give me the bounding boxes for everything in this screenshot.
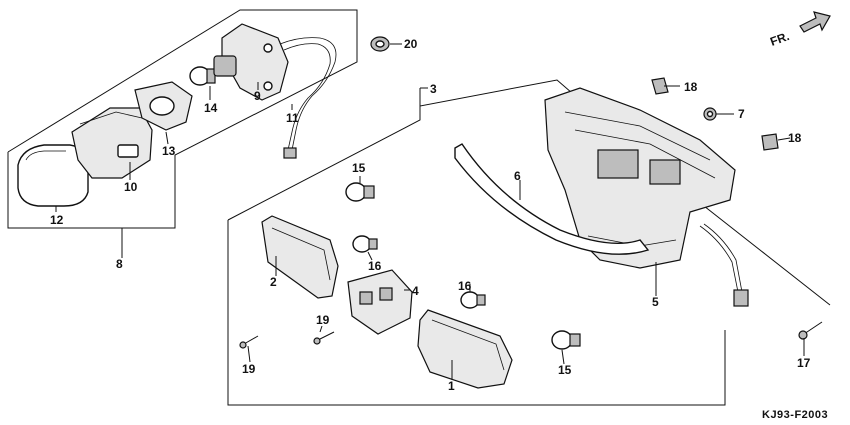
bulb-16-upper — [352, 235, 378, 253]
callout-7: 7 — [738, 107, 745, 121]
callout-5: 5 — [652, 295, 659, 309]
callout-4: 4 — [412, 284, 419, 298]
diagram-code: KJ93-F2003 — [762, 409, 828, 421]
callout-2: 2 — [270, 275, 277, 289]
callout-9: 9 — [254, 89, 261, 103]
grommet-20 — [370, 36, 390, 52]
bulb-15-upper — [345, 182, 375, 202]
callout-12: 12 — [50, 213, 64, 227]
callout-8: 8 — [116, 257, 123, 271]
tail-wire-harness — [699, 223, 749, 307]
screw-19-left — [239, 335, 259, 349]
callout-15-upper: 15 — [352, 161, 366, 175]
callout-20: 20 — [404, 37, 418, 51]
plate-bracket — [347, 269, 413, 335]
callout-10: 10 — [124, 180, 138, 194]
right-reflector-lens — [417, 309, 513, 389]
screw-17 — [798, 321, 823, 340]
bulb-14 — [189, 66, 216, 86]
callout-18-upper: 18 — [684, 80, 698, 94]
callout-6: 6 — [514, 169, 521, 183]
callout-16-lower: 16 — [458, 279, 472, 293]
screw-19-right — [313, 331, 335, 345]
side-lamp-housing — [71, 107, 153, 179]
forward-direction-indicator: FR. — [768, 11, 831, 49]
nut-7 — [703, 107, 717, 121]
bulb-socket — [213, 23, 289, 101]
lamp-wire — [279, 37, 337, 159]
bulb-16-lower — [460, 291, 486, 309]
tail-lamp-housing — [544, 87, 736, 269]
lens-gasket-strip — [454, 143, 650, 255]
gasket — [134, 81, 193, 131]
leader-lines — [55, 43, 805, 380]
direction-label: FR. — [768, 29, 791, 49]
forward-arrow-icon — [799, 11, 831, 33]
clip-18-lower — [761, 133, 779, 151]
bulb-15-lower — [551, 330, 581, 350]
callout-14: 14 — [204, 101, 218, 115]
callout-13: 13 — [162, 144, 176, 158]
callout-1: 1 — [448, 379, 455, 393]
callout-3: 3 — [430, 82, 437, 96]
group-outline-3 — [227, 79, 831, 406]
callout-18-lower: 18 — [788, 131, 802, 145]
callout-19-left: 19 — [242, 362, 256, 376]
group-outline-8 — [7, 9, 358, 258]
callout-17: 17 — [797, 356, 811, 370]
callout-19-right: 19 — [316, 313, 330, 327]
callout-15-lower: 15 — [558, 363, 572, 377]
side-lens-cover — [17, 144, 89, 207]
callout-16-upper: 16 — [368, 259, 382, 273]
callout-11: 11 — [286, 111, 299, 125]
clip-18-upper — [651, 77, 669, 95]
